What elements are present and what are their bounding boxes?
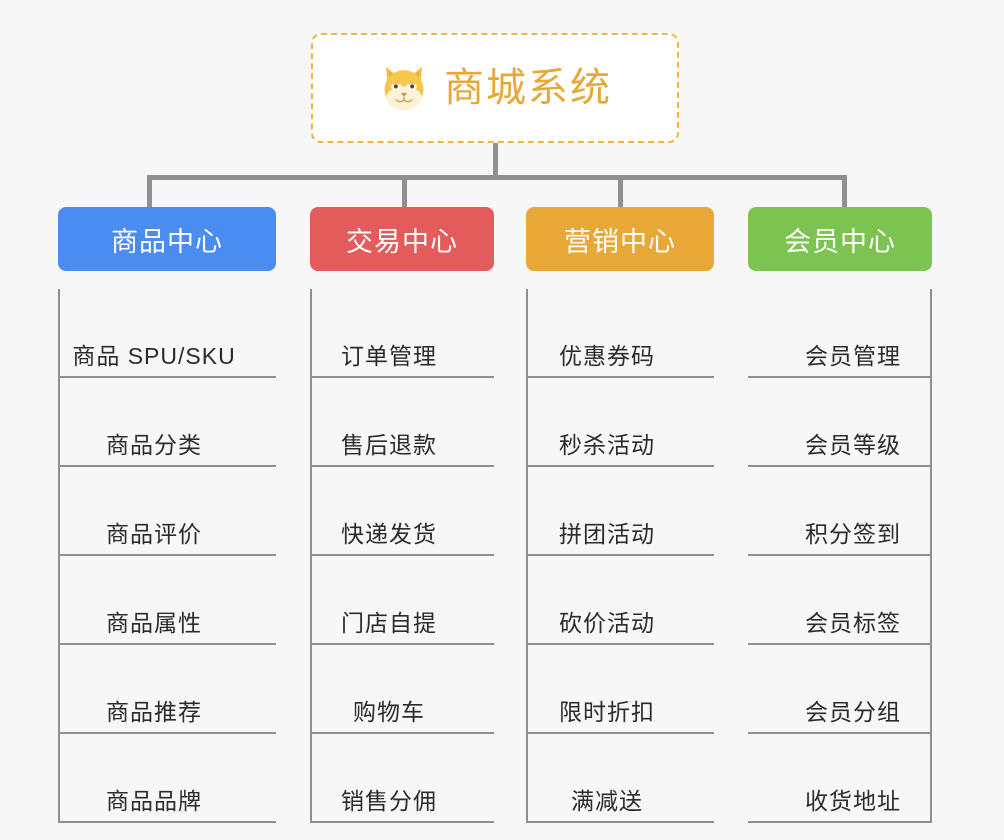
leaf-label: 销售分佣: [341, 788, 437, 814]
leaf-label: 售后退款: [341, 432, 437, 458]
leaf-item[interactable]: 订单管理: [312, 289, 494, 378]
leaf-list-product-center: 商品 SPU/SKU 商品分类 商品评价 商品属性 商品推荐 商品品牌: [58, 289, 276, 823]
leaf-item[interactable]: 收货地址: [748, 734, 930, 823]
leaf-label: 优惠券码: [559, 343, 655, 369]
branch-marketing-center: 营销中心 优惠券码 秒杀活动 拼团活动 砍价活动 限时折扣 满减送: [526, 207, 714, 839]
shiba-dog-icon: [384, 66, 424, 111]
leaf-label: 商品品牌: [106, 788, 202, 814]
leaf-label: 限时折扣: [559, 699, 655, 725]
leaf-label: 拼团活动: [559, 521, 655, 547]
leaf-item[interactable]: 销售分佣: [312, 734, 494, 823]
leaf-item[interactable]: 优惠券码: [528, 289, 714, 378]
leaf-item[interactable]: 商品品牌: [60, 734, 276, 823]
connector-bar: [147, 175, 847, 180]
leaf-item[interactable]: 满减送: [528, 734, 714, 823]
leaf-label: 快递发货: [341, 521, 437, 547]
category-label: 会员中心: [784, 226, 896, 257]
leaf-label: 收货地址: [805, 788, 901, 814]
root-node[interactable]: 商城系统: [311, 33, 679, 143]
leaf-label: 满减送: [571, 788, 643, 814]
root-title: 商城系统: [444, 66, 612, 110]
leaf-label: 商品分类: [106, 432, 202, 458]
leaf-item[interactable]: 秒杀活动: [528, 378, 714, 467]
leaf-item[interactable]: 售后退款: [312, 378, 494, 467]
category-header-member-center[interactable]: 会员中心: [748, 207, 932, 271]
connector-drop-1: [147, 175, 152, 210]
connector-drop-2: [402, 175, 407, 210]
leaf-list-marketing-center: 优惠券码 秒杀活动 拼团活动 砍价活动 限时折扣 满减送: [526, 289, 714, 823]
branch-member-center: 会员中心 会员管理 会员等级 积分签到 会员标签 会员分组 收货地址: [748, 207, 932, 839]
leaf-item[interactable]: 门店自提: [312, 556, 494, 645]
connector-root-stub: [493, 143, 498, 178]
leaf-label: 会员等级: [805, 432, 901, 458]
connector-drop-3: [618, 175, 623, 210]
leaf-label: 订单管理: [341, 343, 437, 369]
leaf-list-member-center: 会员管理 会员等级 积分签到 会员标签 会员分组 收货地址: [748, 289, 932, 823]
leaf-label: 积分签到: [805, 521, 901, 547]
leaf-label: 商品推荐: [106, 699, 202, 725]
category-label: 商品中心: [111, 226, 223, 257]
leaf-label: 会员标签: [805, 610, 901, 636]
leaf-item[interactable]: 会员分组: [748, 645, 930, 734]
leaf-label: 会员管理: [805, 343, 901, 369]
leaf-label: 会员分组: [805, 699, 901, 725]
leaf-item[interactable]: 砍价活动: [528, 556, 714, 645]
leaf-item[interactable]: 商品 SPU/SKU: [60, 289, 276, 378]
leaf-label: 砍价活动: [559, 610, 655, 636]
category-label: 营销中心: [564, 226, 676, 257]
leaf-item[interactable]: 快递发货: [312, 467, 494, 556]
leaf-item[interactable]: 购物车: [312, 645, 494, 734]
leaf-label: 秒杀活动: [559, 432, 655, 458]
leaf-label: 门店自提: [341, 610, 437, 636]
connector-drop-4: [842, 175, 847, 210]
branch-trade-center: 交易中心 订单管理 售后退款 快递发货 门店自提 购物车 销售分佣: [310, 207, 494, 839]
leaf-item[interactable]: 商品分类: [60, 378, 276, 467]
category-header-trade-center[interactable]: 交易中心: [310, 207, 494, 271]
leaf-list-trade-center: 订单管理 售后退款 快递发货 门店自提 购物车 销售分佣: [310, 289, 494, 823]
leaf-item[interactable]: 会员标签: [748, 556, 930, 645]
leaf-item[interactable]: 商品评价: [60, 467, 276, 556]
leaf-item[interactable]: 商品推荐: [60, 645, 276, 734]
leaf-item[interactable]: 会员管理: [748, 289, 930, 378]
leaf-label: 商品评价: [106, 521, 202, 547]
leaf-label: 商品属性: [106, 610, 202, 636]
leaf-label: 商品 SPU/SKU: [72, 343, 236, 369]
leaf-item[interactable]: 拼团活动: [528, 467, 714, 556]
category-label: 交易中心: [346, 226, 458, 257]
leaf-label: 购物车: [353, 699, 425, 725]
leaf-item[interactable]: 积分签到: [748, 467, 930, 556]
category-header-marketing-center[interactable]: 营销中心: [526, 207, 714, 271]
leaf-item[interactable]: 限时折扣: [528, 645, 714, 734]
category-header-product-center[interactable]: 商品中心: [58, 207, 276, 271]
leaf-item[interactable]: 会员等级: [748, 378, 930, 467]
branch-product-center: 商品中心 商品 SPU/SKU 商品分类 商品评价 商品属性 商品推荐 商品品牌: [58, 207, 276, 839]
leaf-item[interactable]: 商品属性: [60, 556, 276, 645]
